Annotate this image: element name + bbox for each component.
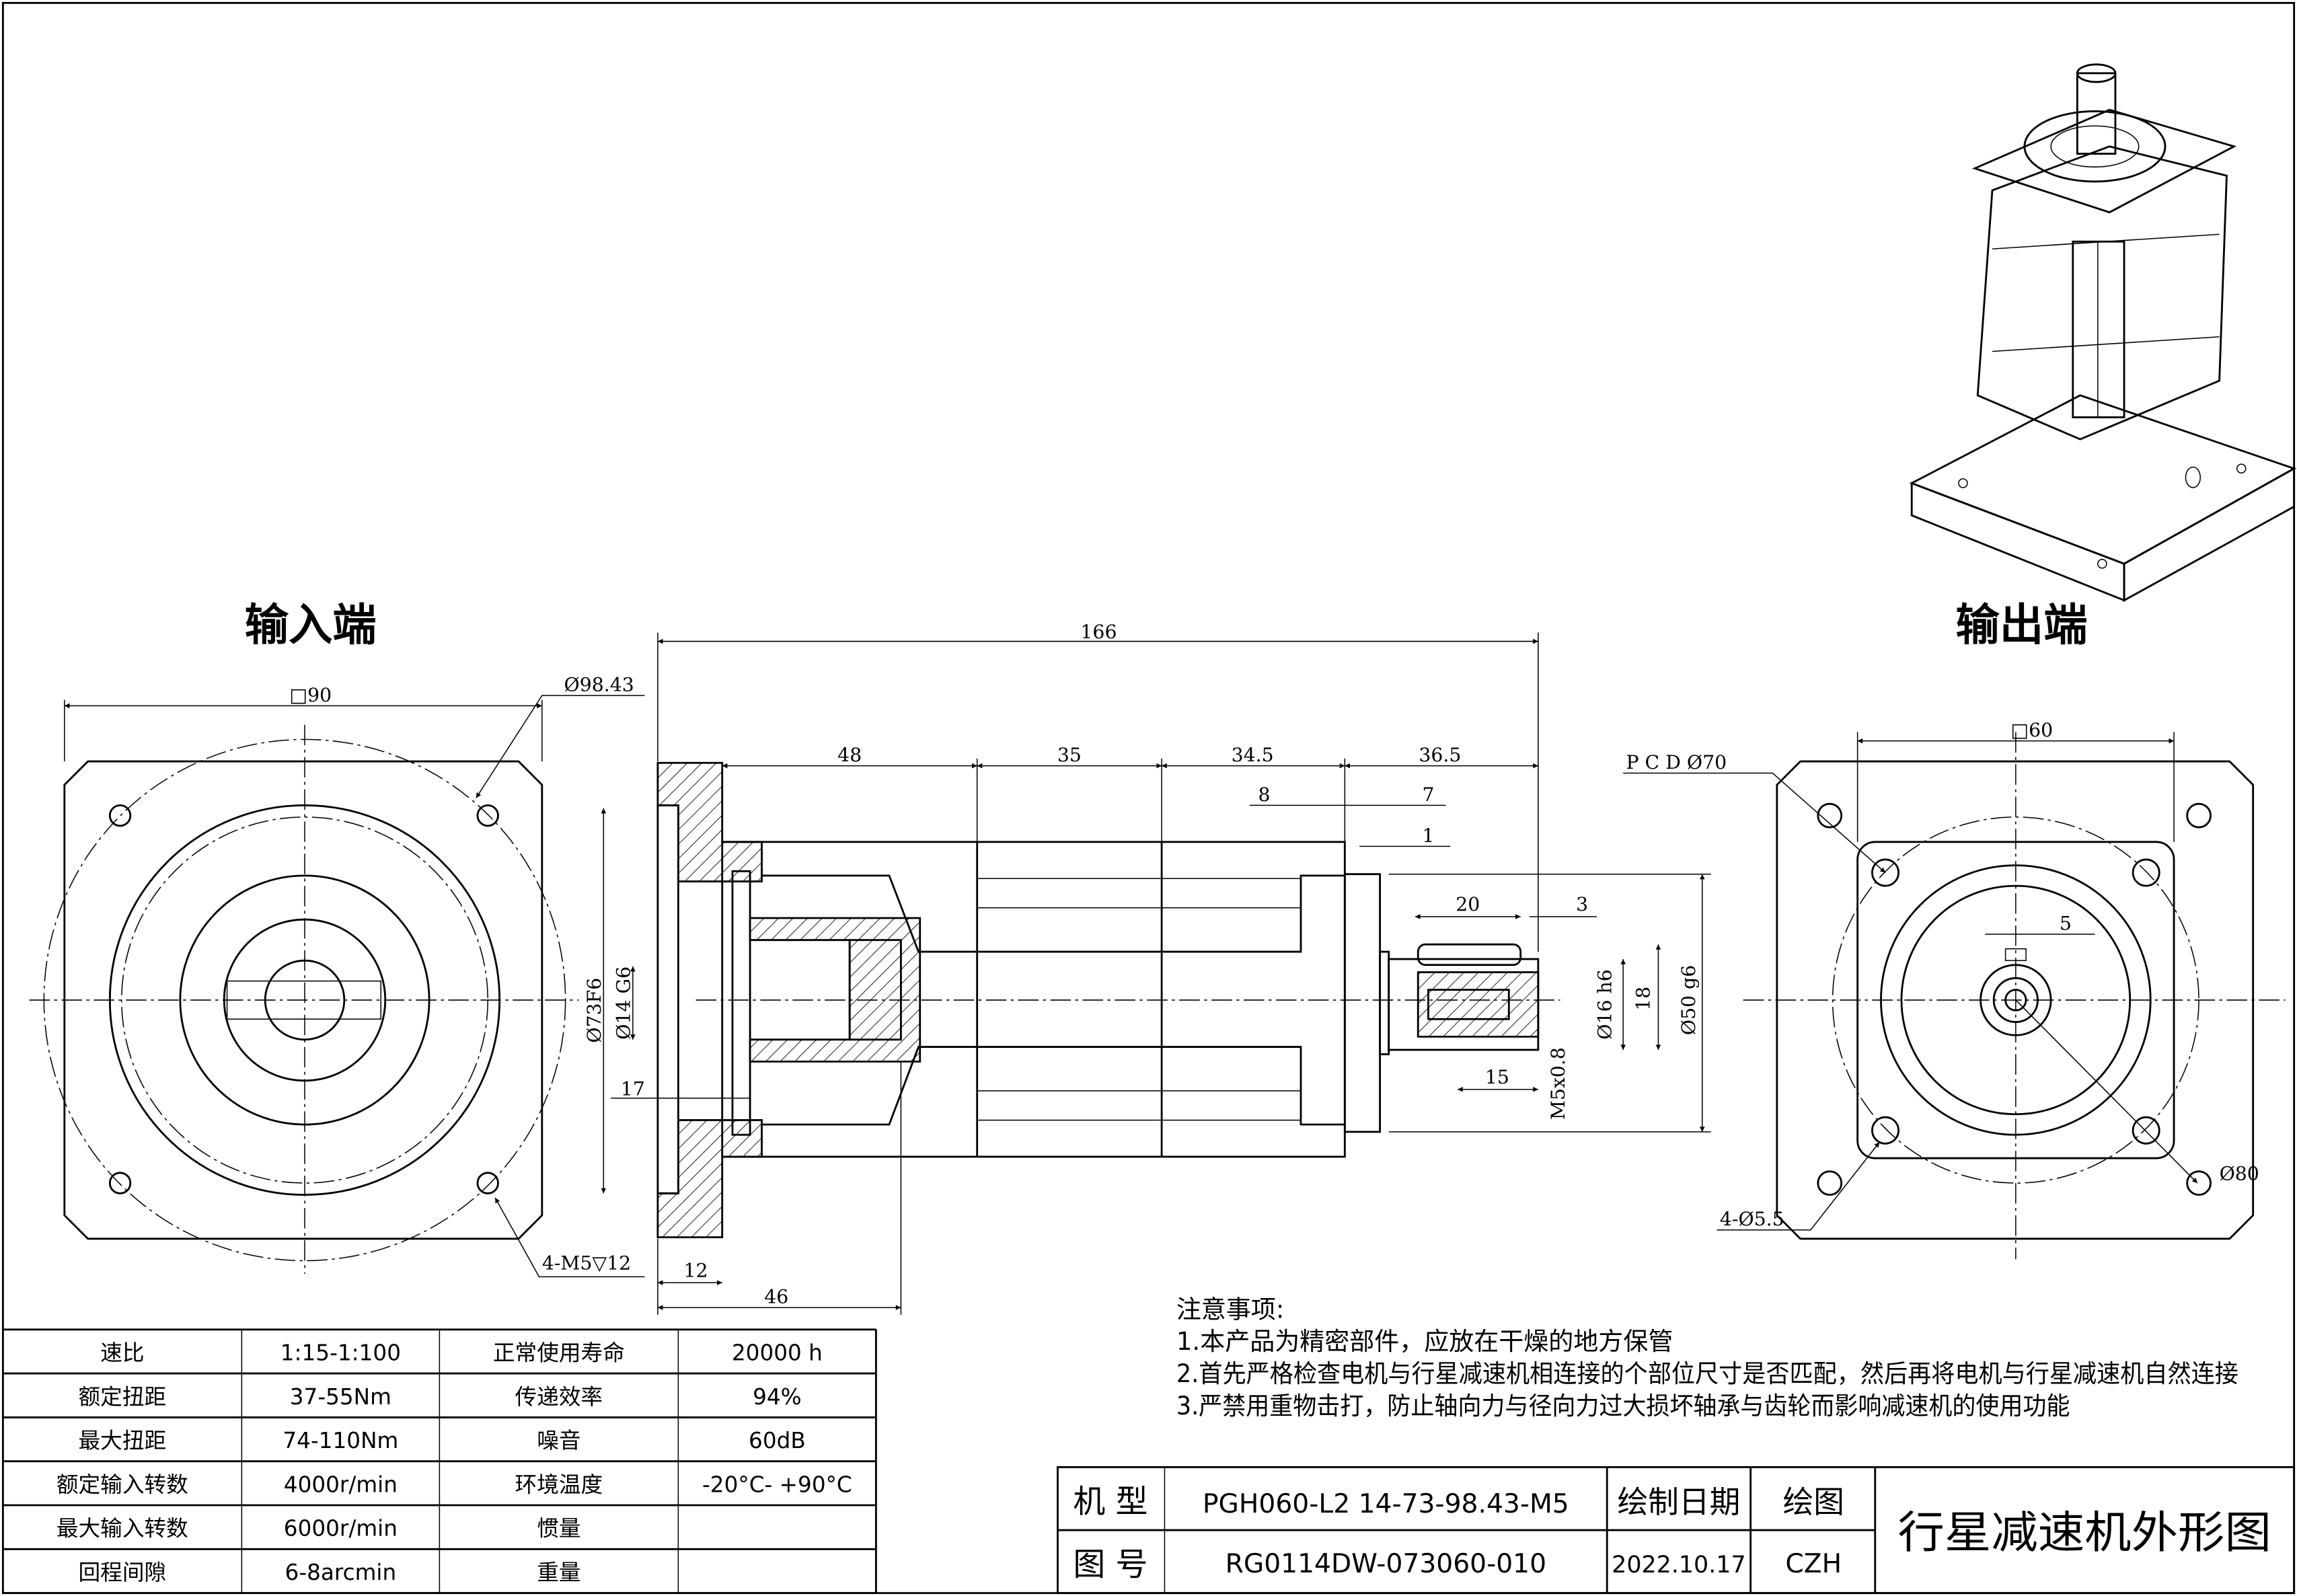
spec-label: 噪音 bbox=[537, 1428, 580, 1453]
shaft-dia-dim: Ø16 h6 bbox=[1594, 969, 1616, 1039]
spec-value: 1:15-1:100 bbox=[280, 1340, 401, 1365]
seg-36-5-dim: 36.5 bbox=[1419, 744, 1461, 766]
spec-value: 6000r/min bbox=[284, 1516, 398, 1542]
spec-label: 额定输入转数 bbox=[57, 1472, 188, 1497]
pilot-dia-dim: Ø73F6 bbox=[583, 978, 605, 1043]
spec-label: 速比 bbox=[100, 1340, 144, 1365]
side-section-view: 166 48 35 34.5 36.5 8 7 1 Ø73F6 Ø14 G6 1… bbox=[583, 621, 1711, 1316]
spec-label: 最大输入转数 bbox=[57, 1516, 188, 1542]
pcd-dim: P C D Ø70 bbox=[1626, 751, 1727, 773]
notes: 注意事项: 1.本产品为精密部件，应放在干燥的地方保管 2.首先严格检查电机与行… bbox=[1176, 1295, 2238, 1420]
specs-table: 速比 1:15-1:100 正常使用寿命 20000 h 额定扭距 37-55Nm 传递效率… bbox=[3, 1328, 877, 1595]
drawing-no-label: 图 号 bbox=[1073, 1547, 1147, 1584]
thread-depth-dim: 15 bbox=[1485, 1066, 1509, 1088]
spec-value: 6-8arcmin bbox=[285, 1560, 397, 1585]
note-line-2: 2.首先严格检查电机与行星减速机相连接的个部位尺寸是否匹配，然后再将电机与行星减… bbox=[1176, 1359, 2238, 1388]
output-end-label: 输出端 bbox=[1956, 599, 2088, 650]
isometric-view bbox=[1909, 63, 2297, 602]
key-offset-dim: 3 bbox=[1576, 893, 1588, 915]
drawing-no-value: RG0114DW-073060-010 bbox=[1226, 1549, 1546, 1579]
holes-dim: 4-Ø5.5 bbox=[1720, 1208, 1784, 1230]
seg-34-5-dim: 34.5 bbox=[1232, 744, 1274, 766]
outer-dia-dim: Ø80 bbox=[2220, 1163, 2259, 1185]
bolt-circle-dim: Ø98.43 bbox=[564, 674, 634, 696]
output-end-view: □60 P C D Ø70 5 Ø80 4-Ø5.5 bbox=[1623, 719, 2286, 1260]
key-width-dim: 5 bbox=[2060, 912, 2072, 934]
square-90-dim: □90 bbox=[289, 684, 332, 706]
drawer-value: CZH bbox=[1785, 1549, 1842, 1579]
spec-label: 惯量 bbox=[537, 1516, 580, 1542]
drawing-title: 行星减速机外形图 bbox=[1898, 1507, 2271, 1558]
spec-value: 4000r/min bbox=[284, 1472, 398, 1497]
input-end-view: □90 Ø98.43 4-M5▽12 bbox=[29, 674, 645, 1278]
dim-8: 8 bbox=[1258, 784, 1271, 806]
input-end-label: 输入端 bbox=[245, 599, 377, 650]
title-block: 机 型 PGH060-L2 14-73-98.43-M5 绘制日期 绘图 图 号… bbox=[1057, 1466, 2296, 1595]
spec-label: 环境温度 bbox=[515, 1472, 603, 1497]
square-60-dim: □60 bbox=[2010, 719, 2053, 741]
spigot-dia-dim: Ø50 g6 bbox=[1678, 965, 1700, 1035]
spec-label: 回程间隙 bbox=[79, 1560, 167, 1585]
note-line-1: 1.本产品为精密部件，应放在干燥的地方保管 bbox=[1176, 1327, 1673, 1356]
drawer-label: 绘图 bbox=[1783, 1484, 1844, 1520]
dim-1: 1 bbox=[1422, 825, 1434, 847]
seg-48-dim: 48 bbox=[837, 744, 862, 766]
spec-value: 37-55Nm bbox=[290, 1384, 391, 1410]
spec-value: 60dB bbox=[749, 1428, 806, 1453]
overall-length-dim: 166 bbox=[1080, 621, 1117, 643]
key-length-dim: 20 bbox=[1456, 893, 1480, 915]
thread-spec-dim: 4-M5▽12 bbox=[542, 1252, 631, 1275]
model-label: 机 型 bbox=[1073, 1484, 1147, 1521]
model-value: PGH060-L2 14-73-98.43-M5 bbox=[1203, 1489, 1569, 1519]
note-line-3: 3.严禁用重物击打，防止轴向力与径向力过大损坏轴承与齿轮而影响减速机的使用功能 bbox=[1176, 1392, 2070, 1420]
date-value: 2022.10.17 bbox=[1612, 1552, 1745, 1579]
spec-label: 最大扭距 bbox=[79, 1428, 167, 1453]
spec-label: 正常使用寿命 bbox=[493, 1340, 625, 1365]
dim-7: 7 bbox=[1422, 784, 1434, 806]
notes-title: 注意事项: bbox=[1176, 1295, 1285, 1324]
spec-label: 传递效率 bbox=[515, 1384, 603, 1410]
spec-value: -20°C- +90°C bbox=[702, 1472, 852, 1497]
seg-35-dim: 35 bbox=[1057, 744, 1082, 766]
dim-46: 46 bbox=[764, 1286, 788, 1308]
dim-17: 17 bbox=[621, 1077, 645, 1100]
bore-dia-dim: Ø14 G6 bbox=[613, 966, 635, 1040]
spec-label: 额定扭距 bbox=[79, 1384, 167, 1410]
key-height-dim: 18 bbox=[1632, 987, 1654, 1011]
spec-value: 94% bbox=[753, 1384, 802, 1410]
spec-value: 20000 h bbox=[732, 1340, 823, 1365]
center-thread-dim: M5x0.8 bbox=[1547, 1047, 1569, 1120]
spec-value: 74-110Nm bbox=[283, 1428, 398, 1453]
spec-label: 重量 bbox=[537, 1560, 580, 1585]
date-label: 绘制日期 bbox=[1617, 1484, 1740, 1520]
dim-12: 12 bbox=[684, 1259, 708, 1281]
